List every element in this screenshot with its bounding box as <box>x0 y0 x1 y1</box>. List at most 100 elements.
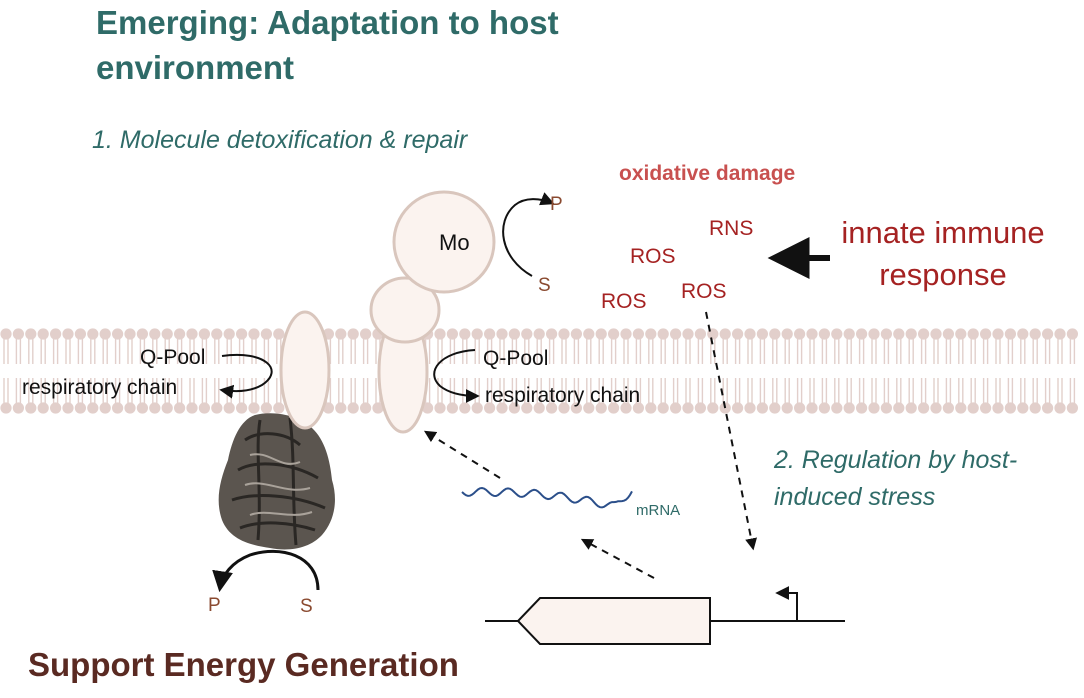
promoter-arrow <box>775 586 798 621</box>
lipid-head <box>992 328 1004 340</box>
lipid-head <box>905 328 917 340</box>
lipid-head <box>558 328 570 340</box>
lipid-head <box>149 328 161 340</box>
lipid-head <box>223 328 235 340</box>
lipid-head <box>260 328 272 340</box>
lipid-head <box>149 402 161 414</box>
lipid-head <box>87 402 99 414</box>
lipid-head <box>657 402 669 414</box>
lipid-head <box>781 328 793 340</box>
lipid-head <box>50 402 62 414</box>
lipid-head <box>930 402 942 414</box>
lipid-head <box>335 402 347 414</box>
lipid-head <box>670 402 682 414</box>
lipid-head <box>236 402 248 414</box>
left-qpool-label: Q-Pool <box>140 346 206 369</box>
lipid-head <box>25 328 37 340</box>
lipid-head <box>12 402 24 414</box>
lipid-head <box>694 402 707 414</box>
lipid-head <box>136 402 148 414</box>
lipid-head <box>794 402 806 414</box>
lipid-head <box>868 402 880 414</box>
lipid-head <box>769 328 781 340</box>
lipid-head <box>372 402 384 414</box>
lipid-head <box>992 402 1004 414</box>
mrna-label: mRNA <box>636 502 681 519</box>
lipid-head <box>62 328 74 340</box>
lipid-head <box>521 328 533 340</box>
lipid-head <box>360 328 372 340</box>
lipid-head <box>583 328 595 340</box>
lipid-head <box>682 402 694 414</box>
footer-heading: Support Energy Generation <box>28 646 459 683</box>
lipid-head <box>533 402 545 414</box>
lipid-head <box>62 402 74 414</box>
lipid-head <box>670 328 682 340</box>
lipid-head <box>980 402 992 414</box>
lipid-head <box>50 328 62 340</box>
lipid-head <box>546 328 558 340</box>
lipid-head <box>942 402 955 414</box>
left-transmembrane-protein <box>279 310 331 430</box>
lipid-head <box>942 328 955 340</box>
lipid-head <box>632 328 645 340</box>
lipid-head <box>657 328 669 340</box>
lipid-head <box>484 402 496 414</box>
lipid-head <box>248 328 260 340</box>
lipid-head <box>99 402 111 414</box>
lipid-head <box>335 328 347 340</box>
lipid-head <box>570 402 583 414</box>
synthase-substrate-label: S <box>300 596 313 617</box>
lipid-head <box>347 402 359 414</box>
lipid-head <box>831 328 843 340</box>
lipid-head <box>732 402 744 414</box>
lipid-head <box>694 328 707 340</box>
lipid-head <box>186 328 198 340</box>
lipid-head <box>136 328 148 340</box>
lipid-head <box>360 402 372 414</box>
lipid-head <box>893 402 905 414</box>
lipid-head <box>161 402 173 414</box>
molybdoenzyme-subunit <box>392 190 496 294</box>
linker-subunit <box>369 276 441 344</box>
lipid-head <box>868 328 880 340</box>
lipid-head <box>112 402 124 414</box>
lipid-head <box>211 402 223 414</box>
lipid-head <box>756 328 769 340</box>
mrna-transcript <box>461 486 633 509</box>
lipid-head <box>967 402 979 414</box>
lipid-head <box>1042 402 1054 414</box>
lipid-head <box>459 402 471 414</box>
mo-cofactor-label: Mo <box>439 230 470 255</box>
lipid-head <box>37 402 49 414</box>
lipid-head <box>496 328 508 340</box>
innate-immune-response-label: innate immune response <box>841 215 1045 292</box>
lipid-head <box>1066 402 1078 414</box>
lipid-head <box>744 328 756 340</box>
lipid-head <box>124 328 136 340</box>
lipid-head <box>25 402 37 414</box>
mrna-to-protein-arrow <box>423 430 501 479</box>
lipid-head <box>99 328 111 340</box>
lipid-head <box>87 328 99 340</box>
gene-box <box>516 597 711 645</box>
lipid-head <box>682 328 694 340</box>
lipid-head <box>595 328 607 340</box>
lipid-head <box>608 328 620 340</box>
lipid-head <box>12 328 24 340</box>
lipid-head <box>707 402 719 414</box>
lipid-head <box>1017 328 1029 340</box>
lipid-head <box>223 402 235 414</box>
lipid-head <box>880 402 893 414</box>
lipid-head <box>955 328 967 340</box>
lipid-head <box>570 328 583 340</box>
lipid-head <box>471 328 483 340</box>
lipid-head <box>794 328 806 340</box>
ros-label: ROS <box>630 245 676 268</box>
lipid-head <box>186 402 198 414</box>
lipid-head <box>781 402 793 414</box>
lipid-head <box>174 328 186 340</box>
lipid-head <box>856 328 868 340</box>
lipid-head <box>980 328 992 340</box>
lipid-head <box>806 402 818 414</box>
